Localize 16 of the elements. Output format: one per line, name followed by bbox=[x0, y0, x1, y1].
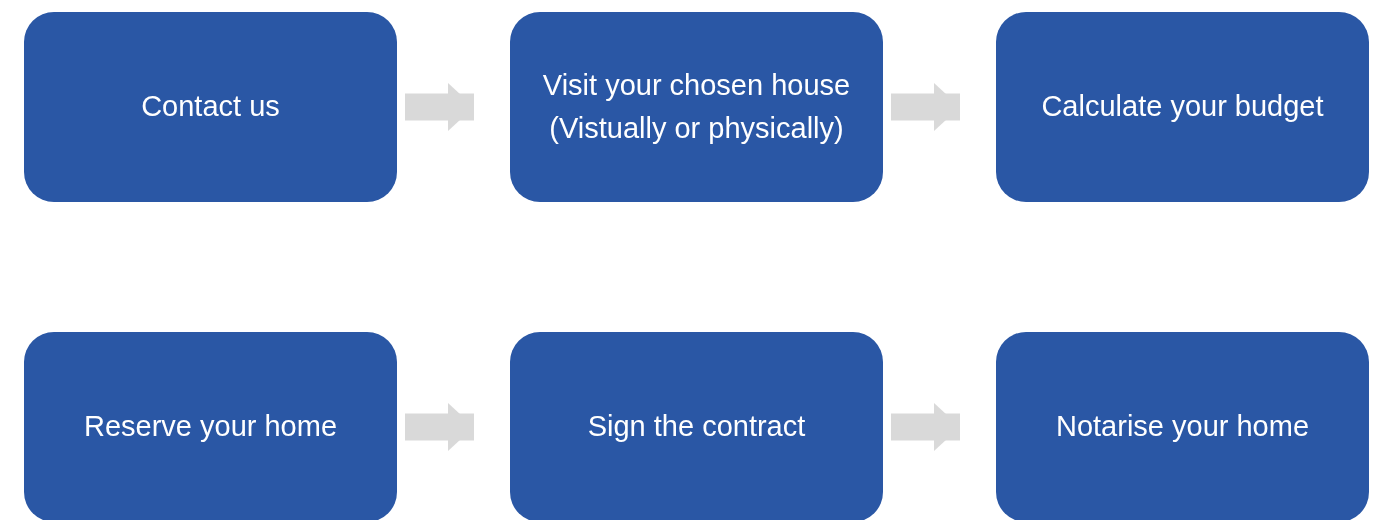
process-box bbox=[24, 12, 397, 202]
process-box bbox=[510, 332, 883, 520]
step-label: Sign the contract bbox=[587, 409, 806, 445]
process-box bbox=[996, 332, 1369, 520]
step-label: Contact us bbox=[141, 89, 280, 125]
block-arrow bbox=[891, 83, 960, 131]
process-box bbox=[510, 12, 883, 202]
step-label: Reserve your home bbox=[83, 409, 338, 445]
step-label: Calculate your budget bbox=[1041, 89, 1324, 125]
block-arrow bbox=[405, 403, 474, 451]
block-arrow bbox=[891, 403, 960, 451]
process-box bbox=[996, 12, 1369, 202]
block-arrow bbox=[405, 83, 474, 131]
process-box bbox=[24, 332, 397, 520]
step-label: Visit your chosen house (Vistually or physically) bbox=[541, 67, 852, 146]
step-label: Notarise your home bbox=[1055, 409, 1310, 445]
